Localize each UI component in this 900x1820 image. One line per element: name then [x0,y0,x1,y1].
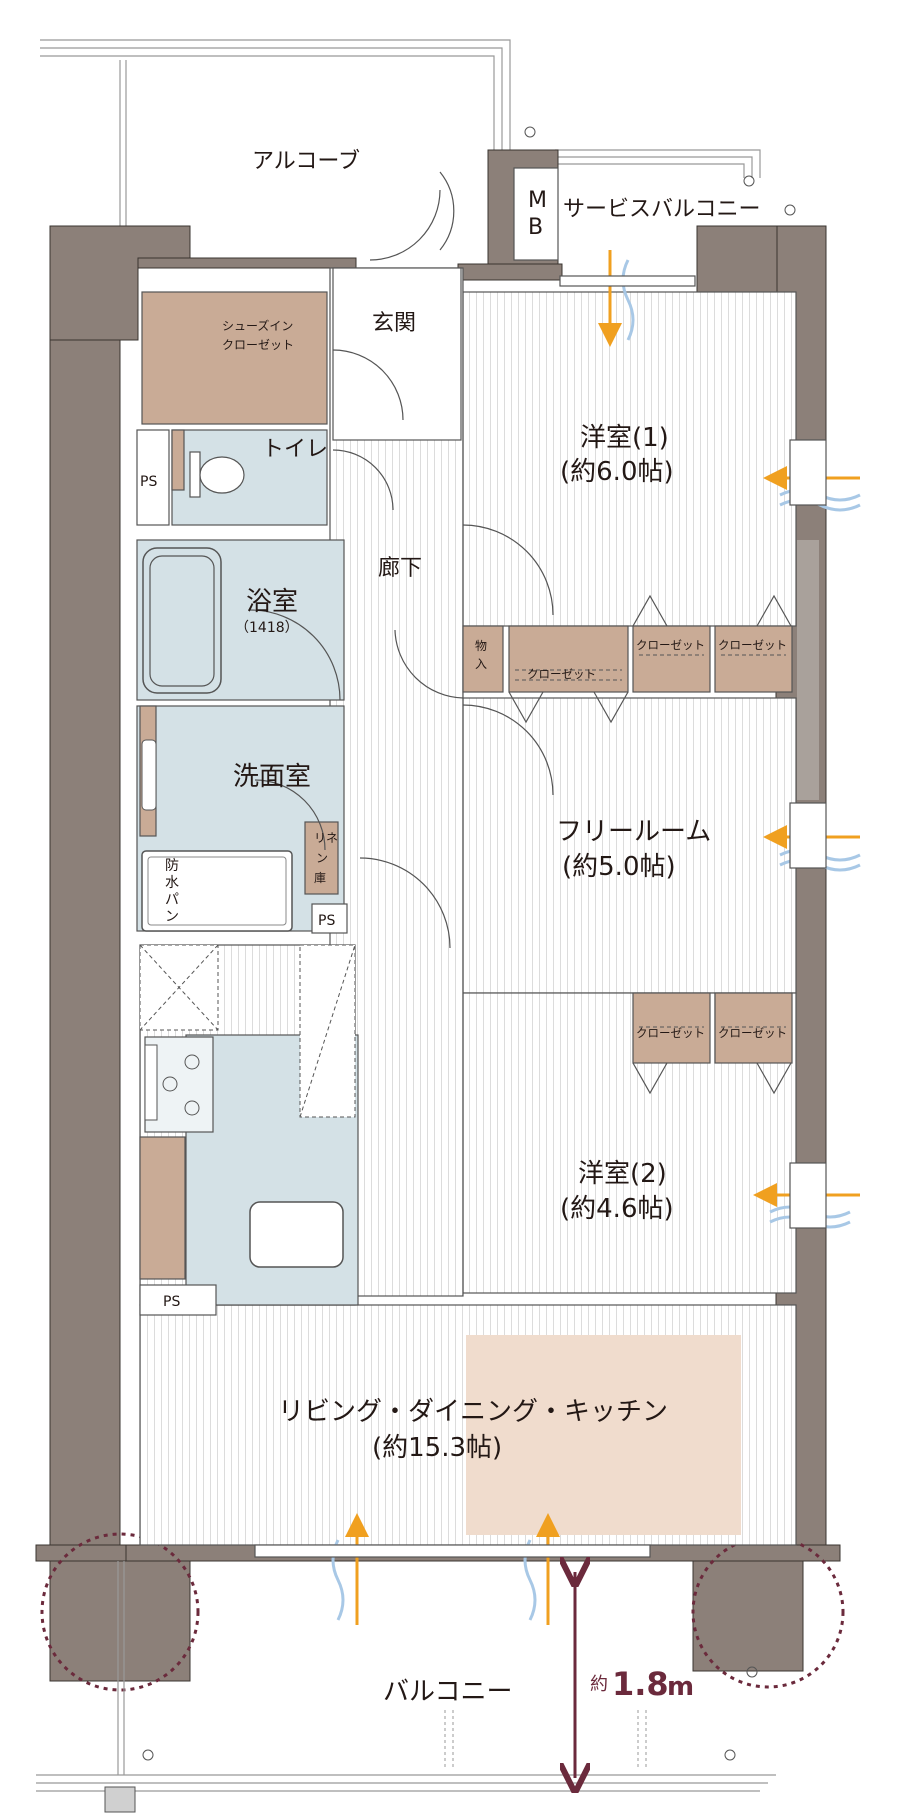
label-ps-kitchen: PS [163,1294,180,1310]
label-mb-top: M [528,188,547,213]
label-washroom: 洗面室 [233,762,311,792]
label-corridor: 廊下 [378,556,422,581]
label-free-room-size: (約5.0帖) [562,852,676,882]
closets [139,291,793,1280]
window-frames [254,275,827,1558]
label-balcony-depth-value: 1.8 [612,1665,669,1703]
linen-closet [304,821,339,895]
right-wall-strip [797,540,819,800]
label-bath-size: （1418） [235,620,299,636]
label-alcove: アルコーブ [252,149,360,174]
service-balcony-post-2 [784,204,796,216]
room1-floor [462,291,797,627]
balcony-posts [142,1666,758,1761]
label-closet-a: クローゼット [527,667,596,681]
structural-columns [49,1560,804,1682]
label-ps-top: PS [140,474,157,490]
toilet-shelf [171,429,185,491]
alcove-post [524,126,536,138]
label-pan-1: 防 [165,858,179,874]
label-toilet: トイレ [262,437,328,462]
label-balcony-depth-unit: m [667,1672,694,1702]
waterproof-pan-inner [147,856,287,926]
closet-door-triangles [508,594,792,1095]
door-swings [249,171,554,949]
kitchen-sink [249,1201,344,1268]
label-closet-c: クローゼット [718,638,787,652]
service-balcony-post [743,175,755,187]
ps-boxes [136,429,348,1316]
label-storage-1: 物 [475,639,487,653]
label-free-room: フリールーム [556,817,711,847]
closet-e [714,992,793,1064]
label-ldk-size: (約15.3帖) [372,1433,502,1463]
label-storage-2: 入 [475,657,487,671]
label-shoes-closet-2: クローゼット [222,338,294,352]
label-room1-size: (約6.0帖) [560,457,674,487]
closet-d [632,992,711,1064]
label-shoes-closet-1: シューズイン [222,318,293,333]
label-ps-mid: PS [318,913,335,929]
washbasin [141,739,157,811]
label-pan-2: 水 [165,875,179,891]
service-balcony-railing [555,149,761,178]
genkan-floor [332,267,462,441]
label-balcony-depth-prefix: 約 [590,1674,608,1695]
stove [144,1036,214,1133]
closet-c [714,625,793,693]
label-room2-size: (約4.6帖) [560,1194,674,1224]
ldk-highlight [466,1335,741,1535]
label-service-balcony: サービスバルコニー [563,197,761,222]
kitchen-cabinet [139,1136,186,1280]
label-linen-3: 庫 [314,871,326,885]
storage-closet [462,625,504,693]
label-balcony: バルコニー [383,1677,512,1707]
label-ldk: リビング・ダイニング・キッチン [278,1397,668,1427]
label-room2: 洋室(2) [578,1159,667,1189]
label-entrance: 玄関 [372,311,416,336]
closet-rails [515,654,786,1028]
label-room1: 洋室(1) [580,423,669,453]
drain [104,1786,136,1813]
label-pan-3: パ [165,892,179,908]
waterproof-pan [141,850,293,932]
label-closet-d: クローゼット [636,1026,705,1040]
label-linen-2: ン [316,851,328,865]
label-bath: 浴室 [246,587,298,617]
bathtub [142,547,222,694]
label-closet-b: クローゼット [636,638,705,652]
toilet-fixture [189,451,245,498]
shoes-closet [141,291,328,425]
balcony-dashed-lines [444,1710,647,1770]
label-linen-1: リネ [314,831,338,845]
label-pan-4: ン [165,909,179,925]
fridge-space [139,944,356,1118]
alcove-railing [40,39,511,228]
label-closet-e: クローゼット [718,1026,787,1040]
balcony-railing [36,1561,776,1792]
mb-box [513,167,559,261]
closet-a [508,625,629,693]
closet-b [632,625,711,693]
label-mb-bottom: B [528,215,543,240]
